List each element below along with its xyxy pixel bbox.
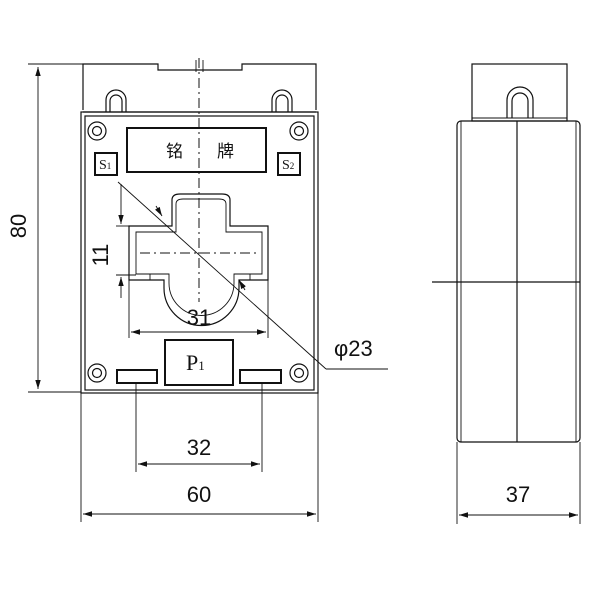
screw-bottom-left bbox=[87, 363, 107, 383]
side-dimensions: 37 bbox=[456, 442, 581, 524]
dim-height-text: 80 bbox=[6, 214, 31, 238]
dim-diameter-text: φ23 bbox=[334, 336, 373, 361]
dim-window-width-text: 31 bbox=[187, 305, 211, 330]
top-cap-outline bbox=[82, 63, 317, 110]
nameplate-char-2: 牌 bbox=[217, 142, 234, 162]
terminal-p1-box bbox=[164, 339, 234, 386]
terminal-p1-label: P1 bbox=[186, 350, 205, 375]
loop-left bbox=[105, 89, 127, 112]
nameplate-char-1: 铭 bbox=[166, 142, 183, 162]
dim-total-width-text: 60 bbox=[187, 482, 211, 507]
screw-top-right bbox=[289, 121, 309, 141]
dim-mount-spacing-text: 32 bbox=[187, 435, 211, 460]
loop-right bbox=[271, 89, 293, 112]
front-view: 铭 牌 S1 S2 bbox=[80, 58, 319, 394]
window-inner-outline bbox=[135, 198, 263, 316]
mount-slot-left bbox=[116, 369, 158, 384]
front-dimensions: 80 11 31 φ23 32 60 bbox=[6, 63, 388, 522]
nameplate bbox=[126, 127, 267, 173]
terminal-s1-box bbox=[94, 152, 118, 176]
dim-depth-text: 37 bbox=[506, 482, 530, 507]
inner-panel bbox=[84, 115, 315, 391]
screw-bottom-right bbox=[289, 363, 309, 383]
dim-window-height-text: 11 bbox=[88, 244, 113, 267]
side-view bbox=[432, 63, 581, 443]
window-outer-outline bbox=[128, 193, 269, 327]
side-loop bbox=[506, 86, 534, 118]
terminal-s2-box bbox=[277, 152, 301, 176]
dim-diameter-leader bbox=[117, 181, 327, 370]
terminal-s1-label: S1 bbox=[99, 158, 111, 173]
screw-top-left bbox=[87, 121, 107, 141]
terminal-s2-label: S2 bbox=[282, 158, 294, 173]
mount-slot-right bbox=[239, 369, 282, 384]
